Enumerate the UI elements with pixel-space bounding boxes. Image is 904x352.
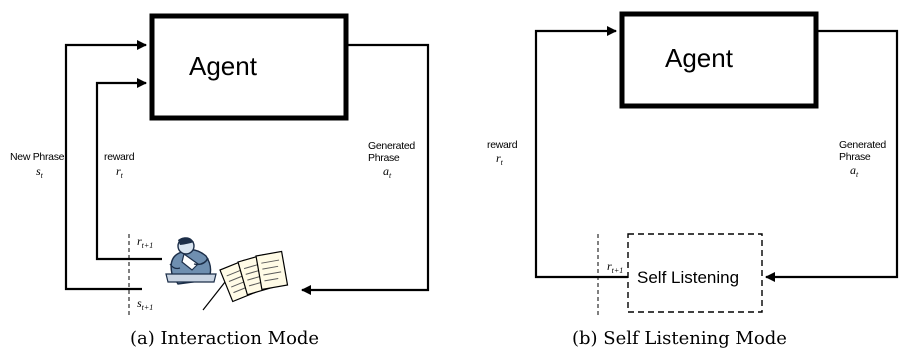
new-phrase-label: New Phrase bbox=[10, 151, 65, 163]
agent-box bbox=[619, 11, 819, 109]
new-phrase-var: st bbox=[36, 164, 44, 180]
agent-box bbox=[149, 13, 349, 121]
reward-label: reward bbox=[487, 139, 518, 151]
caption-a: (a) Interaction Mode bbox=[130, 328, 319, 349]
generated-label-2: Phrase bbox=[839, 151, 871, 163]
reward-var: rt bbox=[116, 164, 124, 180]
papers-icon bbox=[219, 250, 289, 303]
generated-phrase-line bbox=[765, 29, 899, 282]
generated-label-2: Phrase bbox=[368, 152, 400, 164]
reward-line bbox=[534, 26, 628, 279]
action-var: at bbox=[850, 163, 859, 179]
reward-label: reward bbox=[104, 151, 135, 163]
panel-b: Agent Self Listening reward rt Generated… bbox=[487, 11, 899, 349]
panel-a: Agent New Phrase st reward rt Generated … bbox=[10, 13, 430, 349]
reward-var: rt bbox=[496, 151, 504, 167]
agent-label: Agent bbox=[189, 51, 258, 81]
agent-label: Agent bbox=[665, 43, 734, 73]
new-phrase-line bbox=[64, 40, 147, 291]
generated-phrase-line bbox=[301, 43, 430, 295]
next-reward-var: rt+1 bbox=[137, 234, 153, 250]
next-reward-var: rt+1 bbox=[607, 259, 623, 275]
person-icon bbox=[165, 237, 217, 285]
action-var: at bbox=[383, 164, 392, 180]
next-state-var: st+1 bbox=[137, 296, 153, 312]
generated-label-1: Generated bbox=[368, 140, 415, 152]
generated-label-1: Generated bbox=[839, 139, 886, 151]
caption-b: (b) Self Listening Mode bbox=[572, 328, 787, 349]
self-listening-label: Self Listening bbox=[637, 268, 739, 287]
self-listening-box bbox=[627, 233, 763, 313]
